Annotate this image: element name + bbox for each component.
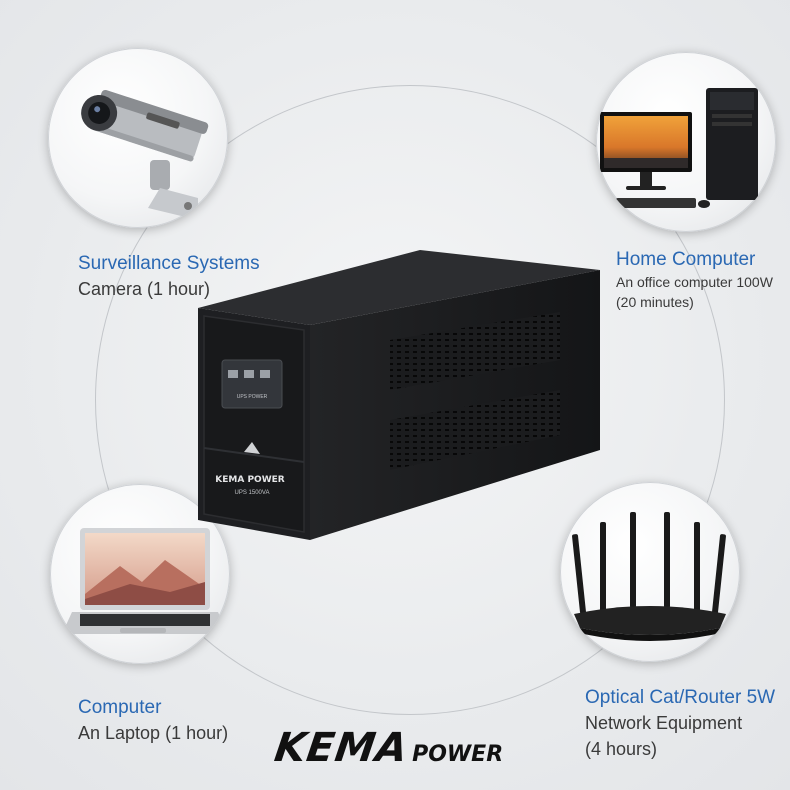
- pc-subtitle-2: (20 minutes): [616, 294, 694, 310]
- ups-model-text: UPS 1500VA: [235, 490, 270, 496]
- surveillance-camera-bubble: [48, 48, 228, 228]
- laptop-title: Computer: [78, 697, 162, 718]
- kema-power-logo: KEMA POWER: [271, 722, 525, 771]
- router-subtitle-1: Network Equipment: [585, 713, 743, 733]
- desktop-computer-icon: [600, 88, 758, 208]
- logo-main-text: KEMA: [271, 725, 412, 771]
- camera-label: Surveillance Systems Camera (1 hour): [78, 252, 260, 302]
- ups-device-icon: UPS POWER KEMA POWER UPS 1500VA: [198, 250, 600, 540]
- pc-subtitle-1: An office computer 100W: [616, 274, 773, 290]
- connection-ring: [95, 85, 725, 715]
- camera-title: Surveillance Systems: [78, 253, 260, 274]
- security-camera-icon: [81, 89, 209, 220]
- camera-subtitle: Camera (1 hour): [78, 279, 211, 299]
- laptop-icon: [62, 528, 228, 634]
- logo-sub-text: POWER: [412, 742, 504, 767]
- home-computer-bubble: [596, 52, 776, 232]
- pc-label: Home Computer An office computer 100W (2…: [616, 248, 773, 312]
- router-subtitle-2: (4 hours): [585, 739, 658, 759]
- laptop-subtitle: An Laptop (1 hour): [78, 723, 229, 743]
- laptop-bubble: [50, 484, 230, 664]
- router-title: Optical Cat/Router 5W: [585, 687, 776, 708]
- pc-title: Home Computer: [616, 249, 756, 270]
- router-bubble: [560, 482, 740, 662]
- ups-brand-text: KEMA POWER: [215, 475, 284, 485]
- laptop-label: Computer An Laptop (1 hour): [78, 696, 228, 746]
- router-label: Optical Cat/Router 5W Network Equipment …: [585, 686, 775, 762]
- wifi-router-icon: [572, 512, 726, 641]
- ups-display-text: UPS POWER: [237, 394, 268, 400]
